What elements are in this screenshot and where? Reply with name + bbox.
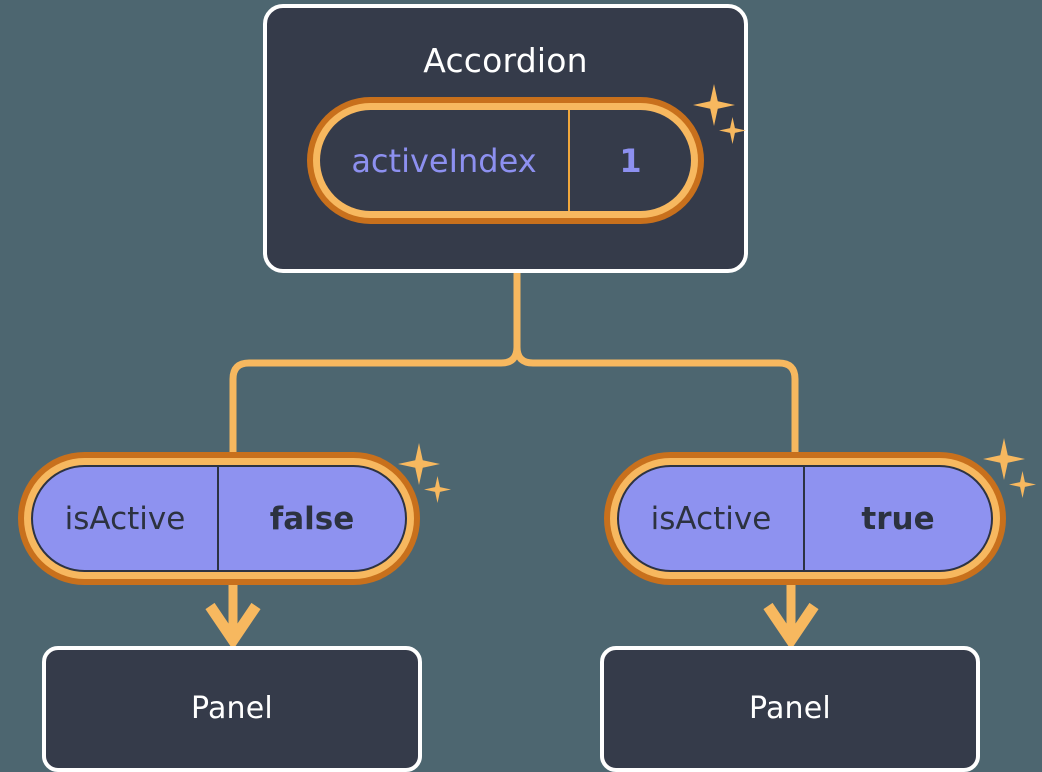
state-value-isactive-right: true [861,500,935,537]
component-title-panel-right: Panel [749,691,831,726]
state-key-activeindex: activeIndex [320,110,570,211]
state-pill-isactive-left[interactable]: isActive false [18,452,420,585]
state-pill-body: isActive true [617,465,993,572]
state-key-isactive-left: isActive [33,467,219,570]
state-pill-activeindex[interactable]: activeIndex 1 [307,97,704,224]
state-value-activeindex: 1 [619,141,642,180]
connector-root-to-right [513,269,799,459]
component-card-panel-right[interactable]: Panel [600,646,980,772]
component-title-accordion: Accordion [423,41,588,80]
state-pill-body: activeIndex 1 [320,110,691,211]
state-pill-highlight-ring: isActive true [610,458,1000,579]
state-pill-isactive-right[interactable]: isActive true [604,452,1006,585]
arrow-down-icon-right [763,585,819,650]
state-key-isactive-right: isActive [619,467,805,570]
state-value-isactive-left: false [269,500,355,537]
state-pill-body: isActive false [31,465,407,572]
sparkle-small-icon [1009,471,1036,498]
connector-root-to-left [229,269,521,459]
state-pill-highlight-ring: isActive false [24,458,414,579]
component-card-panel-left[interactable]: Panel [42,646,422,772]
arrow-down-icon-left [205,585,261,650]
component-title-panel-left: Panel [191,691,273,726]
state-pill-highlight-ring: activeIndex 1 [313,103,698,218]
sparkle-small-icon [424,476,451,503]
